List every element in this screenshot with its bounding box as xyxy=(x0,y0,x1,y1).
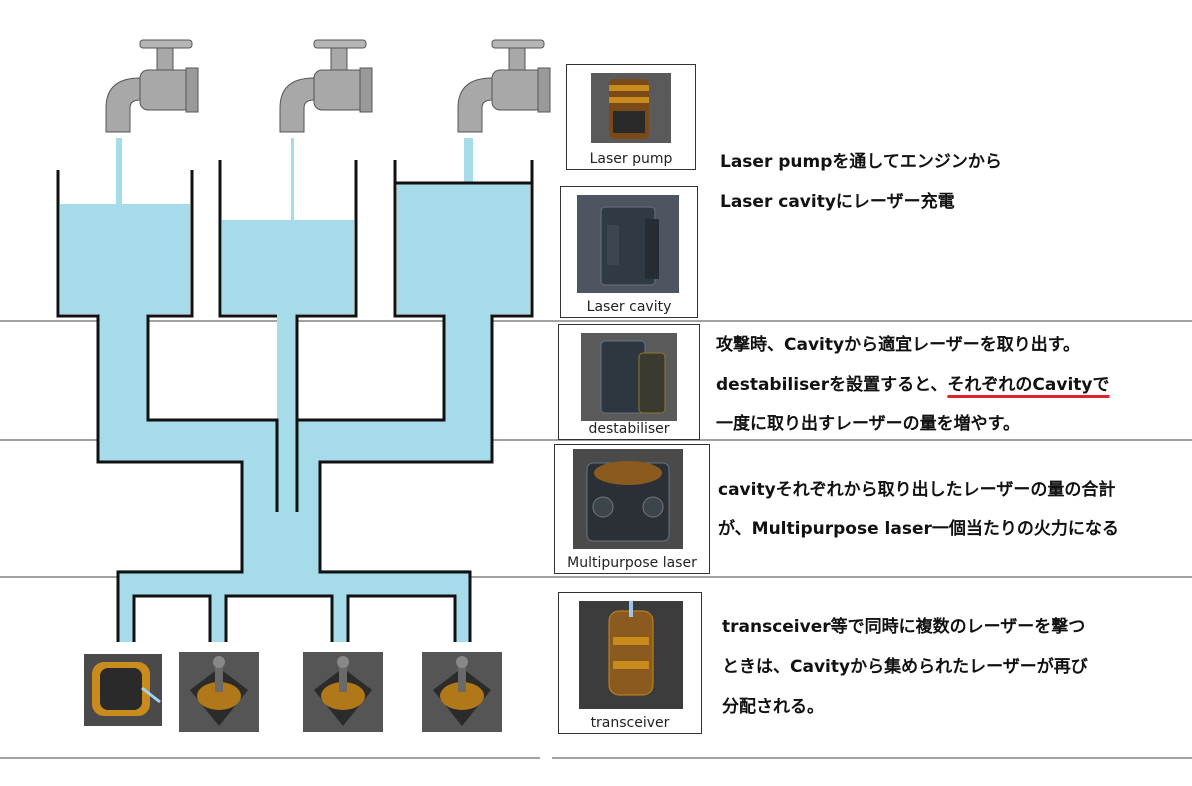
pipe-outline xyxy=(56,160,534,642)
multipurpose-laser-caption: Multipurpose laser xyxy=(567,555,697,571)
note-extract-line2-pre: destabiliserを設置すると、 xyxy=(716,375,948,395)
multipurpose-laser-image xyxy=(573,449,683,549)
laser-cavity-box: Laser cavity xyxy=(560,186,698,318)
destabiliser-image xyxy=(581,333,677,421)
note-charge-line2: Laser cavityにレーザー充電 xyxy=(720,192,955,212)
tank-3-water xyxy=(397,183,530,314)
note-extract-line2: destabiliserを設置すると、それぞれのCavityで xyxy=(716,370,1110,395)
tank-2-water xyxy=(222,220,354,314)
note-extract-line3: 一度に取り出すレーザーの量を増やす。 xyxy=(716,414,1020,434)
transceiver-box: transceiver xyxy=(558,592,702,734)
faucet-3 xyxy=(457,39,551,133)
note-sum-line2: が、Multipurpose laser一個当たりの火力になる xyxy=(718,519,1119,539)
weapon-icon-2 xyxy=(179,652,259,732)
laser-pump-caption: Laser pump xyxy=(589,151,673,167)
transceiver-image xyxy=(579,601,683,709)
note-dist-line3: 分配される。 xyxy=(722,697,824,717)
faucet-2 xyxy=(279,39,373,133)
weapon-icon-1 xyxy=(84,654,162,726)
destabiliser-caption: destabiliser xyxy=(588,421,670,437)
destabiliser-box: destabiliser xyxy=(558,324,700,440)
faucet-1 xyxy=(105,39,199,133)
note-dist-line2: ときは、Cavityから集められたレーザーが再び xyxy=(722,657,1088,677)
laser-cavity-image xyxy=(577,195,679,293)
transceiver-caption: transceiver xyxy=(590,715,670,731)
water-body xyxy=(60,138,530,642)
note-extract-line2-emphasis: それぞれのCavityで xyxy=(947,375,1110,395)
laser-pump-box: Laser pump xyxy=(566,64,696,170)
note-sum-line1: cavityそれぞれから取り出したレーザーの量の合計 xyxy=(718,480,1116,500)
note-extract-line1: 攻撃時、Cavityから適宜レーザーを取り出す。 xyxy=(716,335,1081,355)
weapon-icon-3 xyxy=(303,652,383,732)
laser-cavity-caption: Laser cavity xyxy=(586,299,672,315)
note-dist-line1: transceiver等で同時に複数のレーザーを撃つ xyxy=(722,617,1086,637)
tank-1-water xyxy=(60,204,190,314)
note-charge-line1: Laser pumpを通してエンジンから xyxy=(720,152,1002,172)
multipurpose-laser-box: Multipurpose laser xyxy=(554,444,710,574)
weapon-icon-4 xyxy=(422,652,502,732)
laser-pump-image xyxy=(591,73,671,143)
